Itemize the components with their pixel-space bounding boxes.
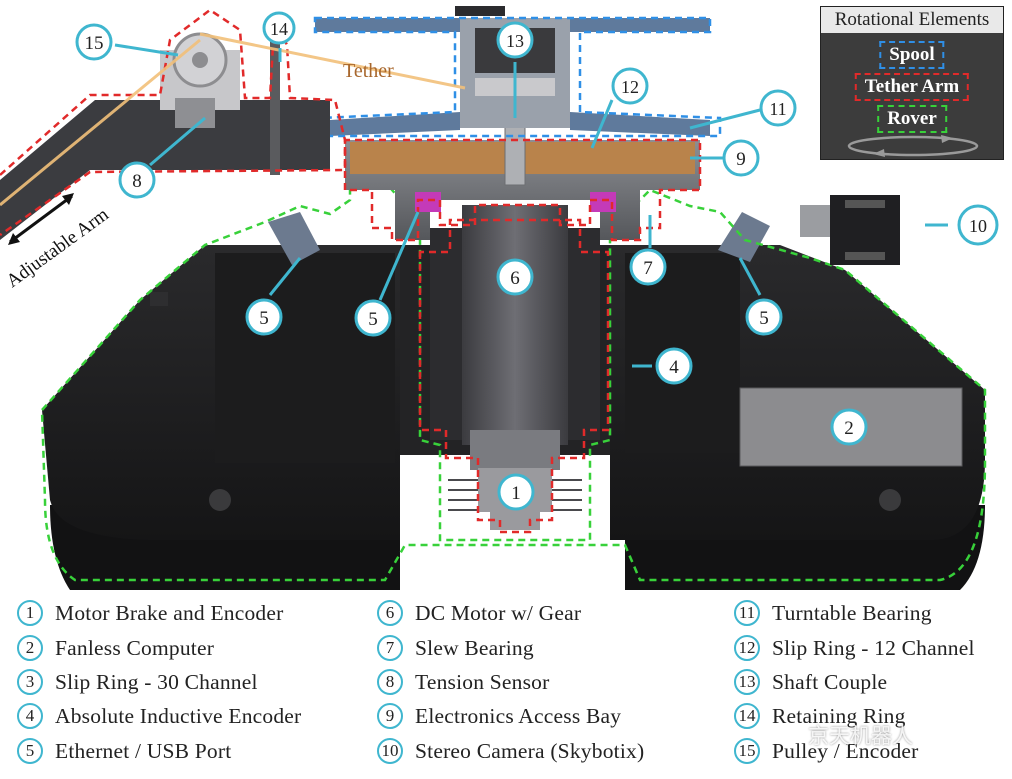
svg-text:5: 5 <box>259 308 269 329</box>
svg-text:5: 5 <box>368 309 378 330</box>
tension-sensor-block <box>175 98 215 128</box>
svg-text:10: 10 <box>969 216 987 236</box>
callout-13: 13 <box>496 21 534 59</box>
callout-5-right: 5 <box>745 298 783 336</box>
port-left <box>268 212 320 265</box>
callouts: 15 14 8 13 12 11 9 10 7 6 5 5 5 4 2 1 <box>75 11 999 511</box>
callout-6: 6 <box>496 258 534 296</box>
callout-12: 12 <box>611 67 649 105</box>
key-spool: Spool <box>879 41 945 69</box>
svg-text:11: 11 <box>769 99 786 119</box>
brake-fins <box>448 479 582 511</box>
motor-column <box>430 205 600 530</box>
svg-text:12: 12 <box>621 77 639 97</box>
tether-arm-upper-outline <box>343 138 702 242</box>
rover-cross-section-diagram: Tether Adjustable Arm 15 14 8 13 12 <box>0 6 999 590</box>
wheel-hub-left <box>209 489 231 511</box>
rotational-elements-key: Rotational Elements Spool Tether Arm Rov… <box>820 6 1004 160</box>
tether-label: Tether <box>343 60 394 82</box>
svg-text:5: 5 <box>759 308 769 329</box>
svg-text:2: 2 <box>844 418 854 439</box>
callout-1: 1 <box>497 473 535 511</box>
callout-8: 8 <box>118 161 156 199</box>
callout-11: 11 <box>759 89 797 127</box>
tether-arm-outline <box>0 8 347 237</box>
callout-leaders <box>114 43 948 368</box>
tether <box>0 32 466 207</box>
rover-body <box>42 212 985 540</box>
svg-text:14: 14 <box>270 19 288 39</box>
encoder-left <box>415 192 441 212</box>
callout-2: 2 <box>830 408 868 446</box>
svg-text:9: 9 <box>736 149 746 170</box>
rotation-arrows-icon <box>847 135 979 157</box>
wheel-hub-right <box>879 489 901 511</box>
svg-text:13: 13 <box>506 31 524 51</box>
svg-text:1: 1 <box>511 483 521 504</box>
svg-text:6: 6 <box>510 268 520 289</box>
callout-10: 10 <box>957 204 999 246</box>
svg-text:8: 8 <box>132 171 142 192</box>
svg-text:4: 4 <box>669 357 679 378</box>
callout-14: 14 <box>262 11 296 45</box>
port-right <box>718 212 770 262</box>
callout-9: 9 <box>722 139 760 177</box>
callout-4: 5 <box>354 299 392 337</box>
spool-outline <box>313 16 722 138</box>
svg-text:7: 7 <box>643 258 653 279</box>
callout-3: 4 <box>655 347 693 385</box>
key-rover: Rover <box>877 105 947 133</box>
retaining-ring-post <box>270 35 280 175</box>
stereo-camera <box>800 195 900 265</box>
tether-arm-inner-outline <box>418 218 610 534</box>
encoder-right <box>590 192 616 212</box>
svg-text:15: 15 <box>85 33 104 54</box>
callout-5-left: 5 <box>245 298 283 336</box>
callout-7: 7 <box>629 248 667 286</box>
rotational-elements-title: Rotational Elements <box>821 7 1003 33</box>
watermark: 京天机器人 <box>808 724 913 748</box>
key-tether-arm: Tether Arm <box>854 73 970 101</box>
callout-15: 15 <box>75 23 113 61</box>
dc-motor <box>462 205 568 445</box>
